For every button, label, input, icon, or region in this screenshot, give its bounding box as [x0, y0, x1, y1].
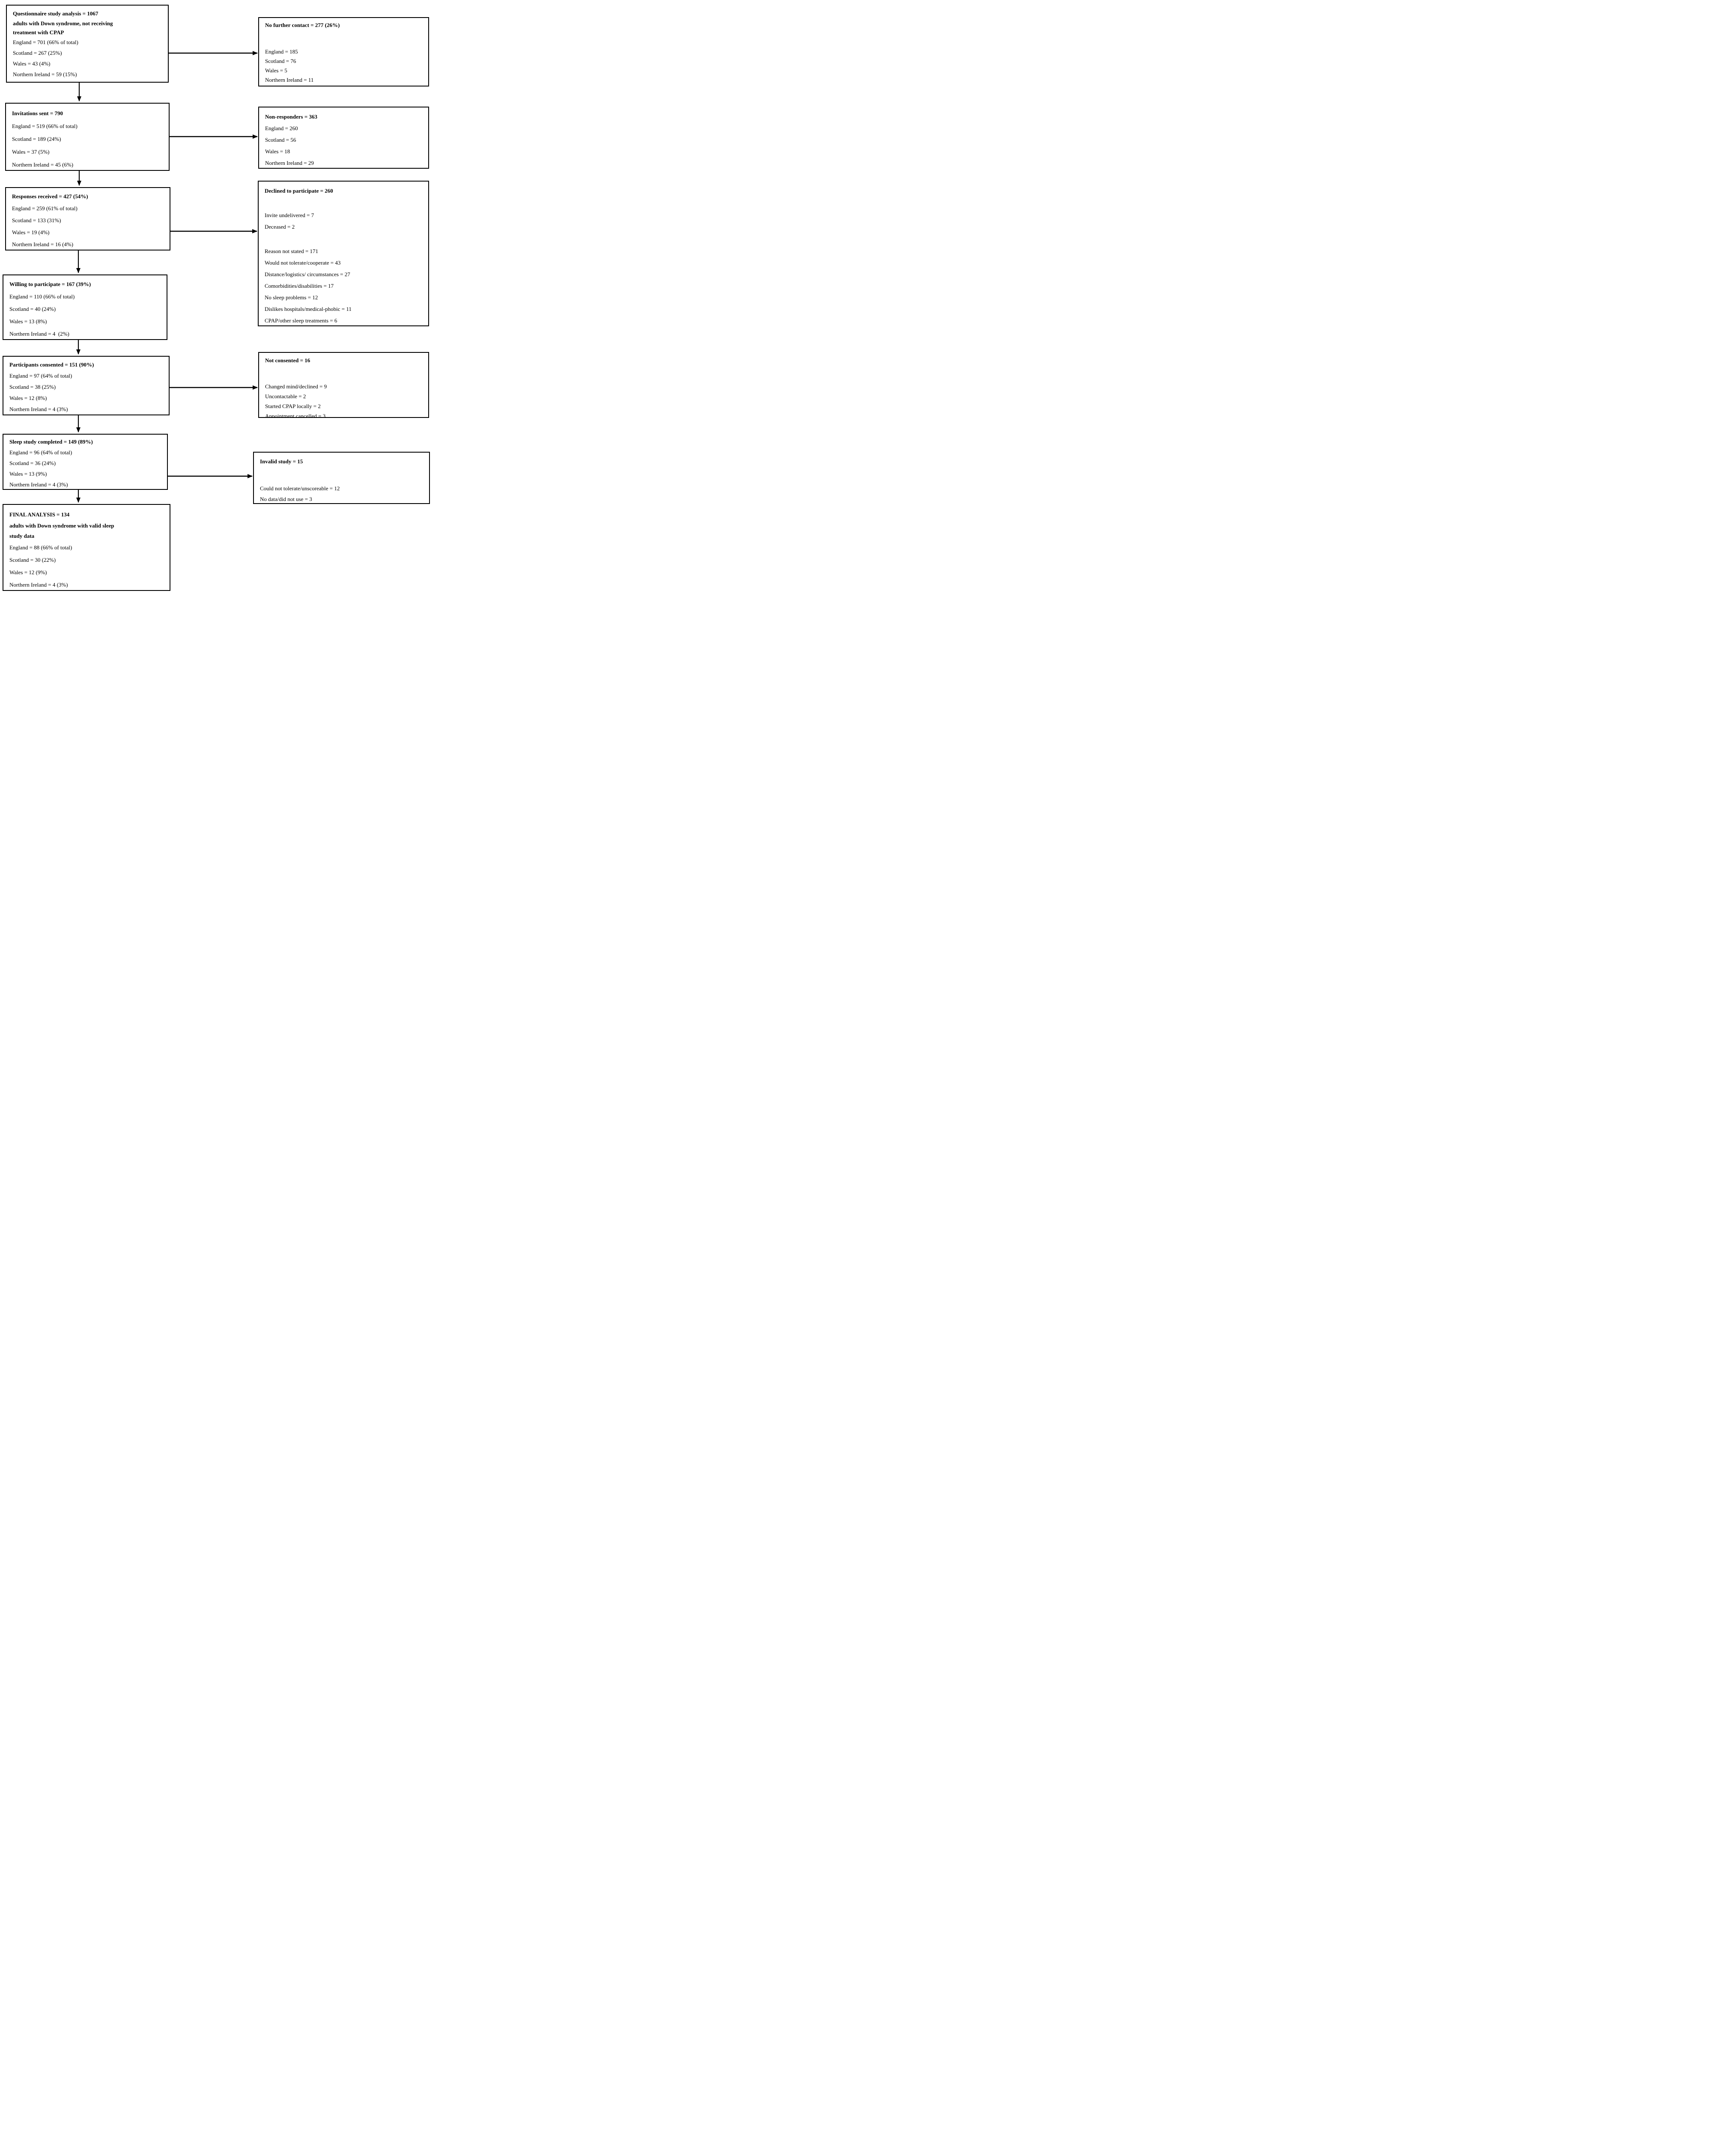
stat-line-scotland: Scotland = 133 (31%) — [12, 217, 61, 224]
stat-line-changed-mind: Changed mind/declined = 9 — [265, 383, 327, 390]
stat-line-northern-ireland: Northern Ireland = 4 (2%) — [9, 331, 69, 337]
stat-line-scotland: Scotland = 189 (24%) — [12, 136, 61, 142]
stat-line-scotland: Scotland = 40 (24%) — [9, 306, 56, 312]
box-invalid-study: Invalid study = 15 Could not tolerate/un… — [253, 452, 430, 504]
stat-line-comorbidities: Comorbidities/disabilities = 17 — [265, 283, 334, 289]
stat-line-scotland: Scotland = 36 (24%) — [9, 460, 56, 466]
box-title-continued: study data — [9, 533, 35, 539]
stat-line-would-not-tolerate: Would not tolerate/cooperate = 43 — [265, 259, 341, 266]
box-title: Responses received = 427 (54%) — [12, 193, 88, 200]
stat-line-england: England = 96 (64% of total) — [9, 449, 72, 456]
box-willing-to-participate: Willing to participate = 167 (39%) Engla… — [3, 274, 167, 340]
stat-line-wales: Wales = 12 (8%) — [9, 395, 47, 401]
stat-line-cpap-other-treatments: CPAP/other sleep treatments = 6 — [265, 317, 337, 324]
flowchart-canvas: Questionnaire study analysis = 1067 adul… — [0, 0, 434, 594]
stat-line-wales: Wales = 12 (9%) — [9, 569, 47, 576]
stat-line-wales: Wales = 37 (5%) — [12, 149, 50, 155]
stat-line-dislikes-hospitals: Dislikes hospitals/medical-phobic = 11 — [265, 306, 352, 312]
stat-line-northern-ireland: Northern Ireland = 4 (3%) — [9, 406, 68, 412]
box-title: Willing to participate = 167 (39%) — [9, 281, 91, 287]
box-title: No further contact = 277 (26%) — [265, 22, 340, 28]
box-not-consented: Not consented = 16 Changed mind/declined… — [258, 352, 429, 418]
stat-line-scotland: Scotland = 267 (25%) — [13, 50, 62, 56]
box-title: Declined to participate = 260 — [265, 188, 333, 194]
box-title-continued: adults with Down syndrome with valid sle… — [9, 522, 114, 529]
stat-line-northern-ireland: Northern Ireland = 45 (6%) — [12, 161, 74, 168]
stat-line-scotland: Scotland = 56 — [265, 137, 296, 143]
box-title: Invitations sent = 790 — [12, 110, 63, 116]
stat-line-appointment-cancelled: Appointment cancelled = 3 — [265, 413, 326, 418]
box-responses-received: Responses received = 427 (54%) England =… — [5, 187, 170, 250]
stat-line-no-sleep-problems: No sleep problems = 12 — [265, 294, 318, 301]
stat-line-wales: Wales = 18 — [265, 148, 290, 155]
box-final-analysis: FINAL ANALYSIS = 134 adults with Down sy… — [3, 504, 170, 591]
stat-line-northern-ireland: Northern Ireland = 11 — [265, 77, 314, 83]
box-no-further-contact: No further contact = 277 (26%) England =… — [258, 17, 429, 86]
stat-line-scotland: Scotland = 38 (25%) — [9, 384, 56, 390]
stat-line-wales: Wales = 19 (4%) — [12, 229, 50, 236]
stat-line-scotland: Scotland = 30 (22%) — [9, 557, 56, 563]
stat-line-could-not-tolerate: Could not tolerate/unscoreable = 12 — [260, 485, 340, 492]
box-title: FINAL ANALYSIS = 134 — [9, 511, 70, 518]
box-sleep-study-completed: Sleep study completed = 149 (89%) Englan… — [3, 434, 168, 490]
box-title: Invalid study = 15 — [260, 458, 303, 465]
stat-line-no-data: No data/did not use = 3 — [260, 496, 312, 502]
stat-line-england: England = 259 (61% of total) — [12, 205, 78, 212]
box-title: Participants consented = 151 (90%) — [9, 361, 94, 368]
box-title: Not consented = 16 — [265, 357, 310, 364]
stat-line-started-cpap-locally: Started CPAP locally = 2 — [265, 403, 321, 409]
stat-line-wales: Wales = 13 (8%) — [9, 318, 47, 325]
stat-line-wales: Wales = 43 (4%) — [13, 60, 51, 67]
stat-line-reason-not-stated: Reason not stated = 171 — [265, 248, 319, 254]
stat-line-distance-logistics: Distance/logistics/ circumstances = 27 — [265, 271, 350, 277]
box-title: Questionnaire study analysis = 1067 — [13, 10, 98, 17]
stat-line-northern-ireland: Northern Ireland = 16 (4%) — [12, 241, 74, 247]
stat-line-england: England = 110 (66% of total) — [9, 293, 75, 300]
stat-line-northern-ireland: Northern Ireland = 29 — [265, 160, 314, 166]
stat-line-england: England = 88 (66% of total) — [9, 544, 72, 551]
box-non-responders: Non-responders = 363 England = 260 Scotl… — [258, 107, 429, 169]
stat-line-england: England = 519 (66% of total) — [12, 123, 78, 129]
stat-line-england: England = 701 (66% of total) — [13, 39, 78, 45]
stat-line-england: England = 185 — [265, 48, 298, 55]
stat-line-invite-undelivered: Invite undelivered = 7 — [265, 212, 314, 218]
stat-line-northern-ireland: Northern Ireland = 4 (3%) — [9, 581, 68, 588]
stat-line-wales: Wales = 13 (9%) — [9, 471, 47, 477]
box-title: Non-responders = 363 — [265, 113, 318, 120]
box-participants-consented: Participants consented = 151 (90%) Engla… — [3, 356, 170, 415]
stat-line-england: England = 260 — [265, 125, 298, 131]
box-declined-to-participate: Declined to participate = 260 Invite und… — [258, 181, 429, 326]
stat-line-northern-ireland: Northern Ireland = 4 (3%) — [9, 481, 68, 488]
stat-line-northern-ireland: Northern Ireland = 59 (15%) — [13, 71, 77, 78]
stat-line-deceased: Deceased = 2 — [265, 224, 295, 230]
stat-line-wales: Wales = 5 — [265, 67, 287, 74]
box-title: Sleep study completed = 149 (89%) — [9, 438, 93, 445]
stat-line-uncontactable: Uncontactable = 2 — [265, 393, 306, 400]
box-title-continued: treatment with CPAP — [13, 29, 64, 36]
box-invitations-sent: Invitations sent = 790 England = 519 (66… — [5, 103, 170, 171]
stat-line-england: England = 97 (64% of total) — [9, 373, 72, 379]
stat-line-scotland: Scotland = 76 — [265, 58, 296, 64]
box-questionnaire-study: Questionnaire study analysis = 1067 adul… — [6, 5, 169, 83]
box-title-continued: adults with Down syndrome, not receiving — [13, 20, 113, 27]
